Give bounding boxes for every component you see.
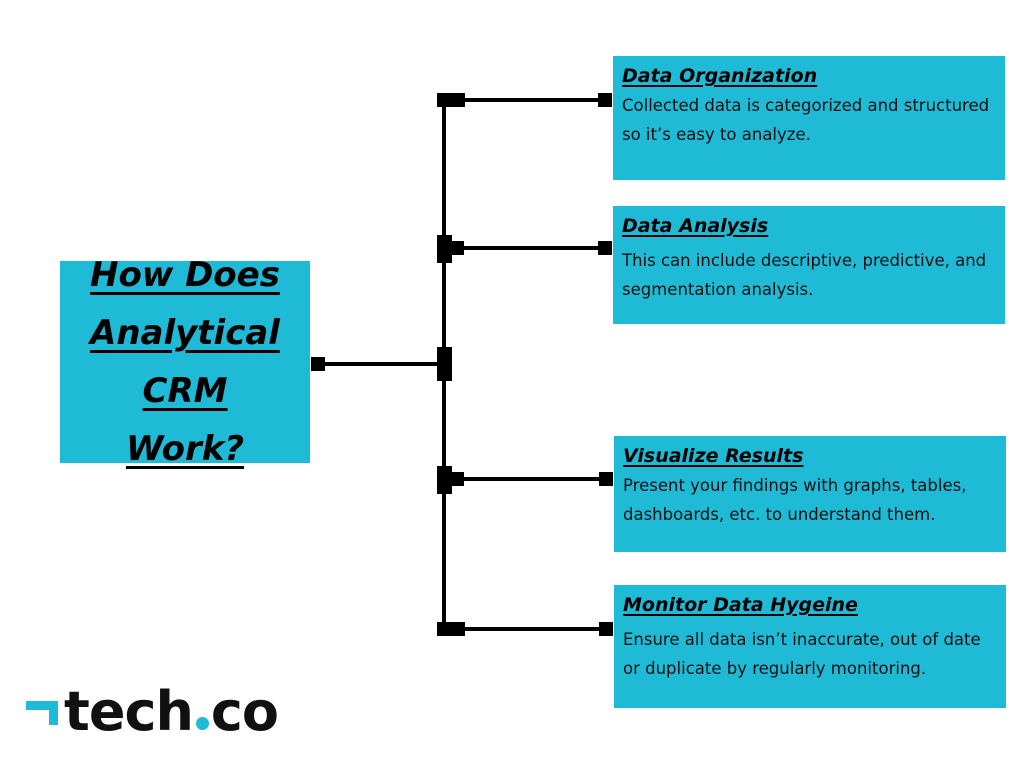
logo-text-after: co [210, 680, 279, 743]
step-title: Data Organization [622, 65, 818, 87]
main-title: How Does Analytical CRM Work? [90, 255, 280, 469]
step-box-data-organization: Data Organization Collected data is cate… [613, 56, 1005, 180]
step-box-data-analysis: Data Analysis This can include descripti… [613, 206, 1005, 324]
main-connector-end-node [311, 357, 325, 371]
branch-start-cap-3 [450, 472, 464, 486]
logo-text-before: tech [64, 680, 194, 743]
step-title: Data Analysis [622, 215, 769, 237]
step-title: Visualize Results [623, 445, 804, 467]
step-description: This can include descriptive, predictive… [622, 251, 987, 299]
branch-start-node-4 [437, 622, 465, 636]
main-question-box: How Does Analytical CRM Work? [60, 255, 310, 469]
logo-dot [195, 717, 209, 730]
step-description: Collected data is categorized and struct… [622, 96, 990, 144]
branch-end-node-2 [598, 241, 612, 255]
corner-arrow-icon [26, 694, 60, 740]
branch-end-node-1 [598, 93, 612, 107]
step-description: Ensure all data isn’t inaccurate, out of… [623, 630, 981, 678]
branch-start-cap-2 [450, 241, 464, 255]
branch-end-node-3 [599, 472, 613, 486]
branch-end-node-4 [599, 622, 613, 636]
branch-start-node-2 [437, 235, 452, 263]
step-description: Present your findings with graphs, table… [623, 476, 967, 524]
branch-start-node-1 [437, 93, 465, 107]
step-title: Monitor Data Hygeine [623, 594, 858, 616]
branch-start-node-3 [437, 466, 452, 494]
trunk-junction-node [437, 347, 452, 381]
step-box-monitor-data-hygeine: Monitor Data Hygeine Ensure all data isn… [614, 585, 1006, 708]
step-box-visualize-results: Visualize Results Present your findings … [614, 436, 1006, 552]
